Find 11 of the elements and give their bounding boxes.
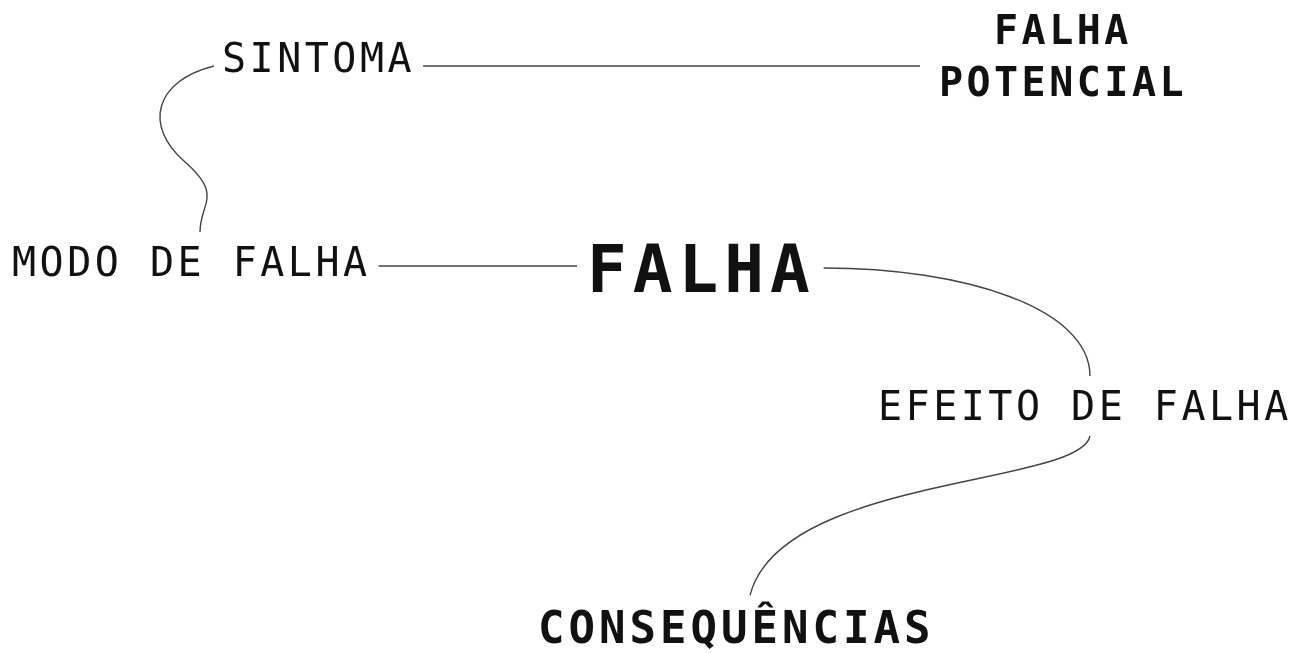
node-label: SINTOMA (222, 32, 416, 84)
node-label: FALHA POTENCIAL (928, 4, 1198, 108)
connector-line (749, 435, 1091, 597)
node-label: FALHA (587, 227, 816, 313)
node-label: MODO DE FALHA (12, 236, 371, 288)
node-label: CONSEQUÊNCIAS (538, 599, 935, 653)
connector-line (823, 267, 1091, 377)
node-label: EFEITO DE FALHA (878, 380, 1292, 432)
connector-line (377, 265, 578, 267)
connector-line (159, 65, 215, 233)
connector-line (422, 65, 921, 67)
